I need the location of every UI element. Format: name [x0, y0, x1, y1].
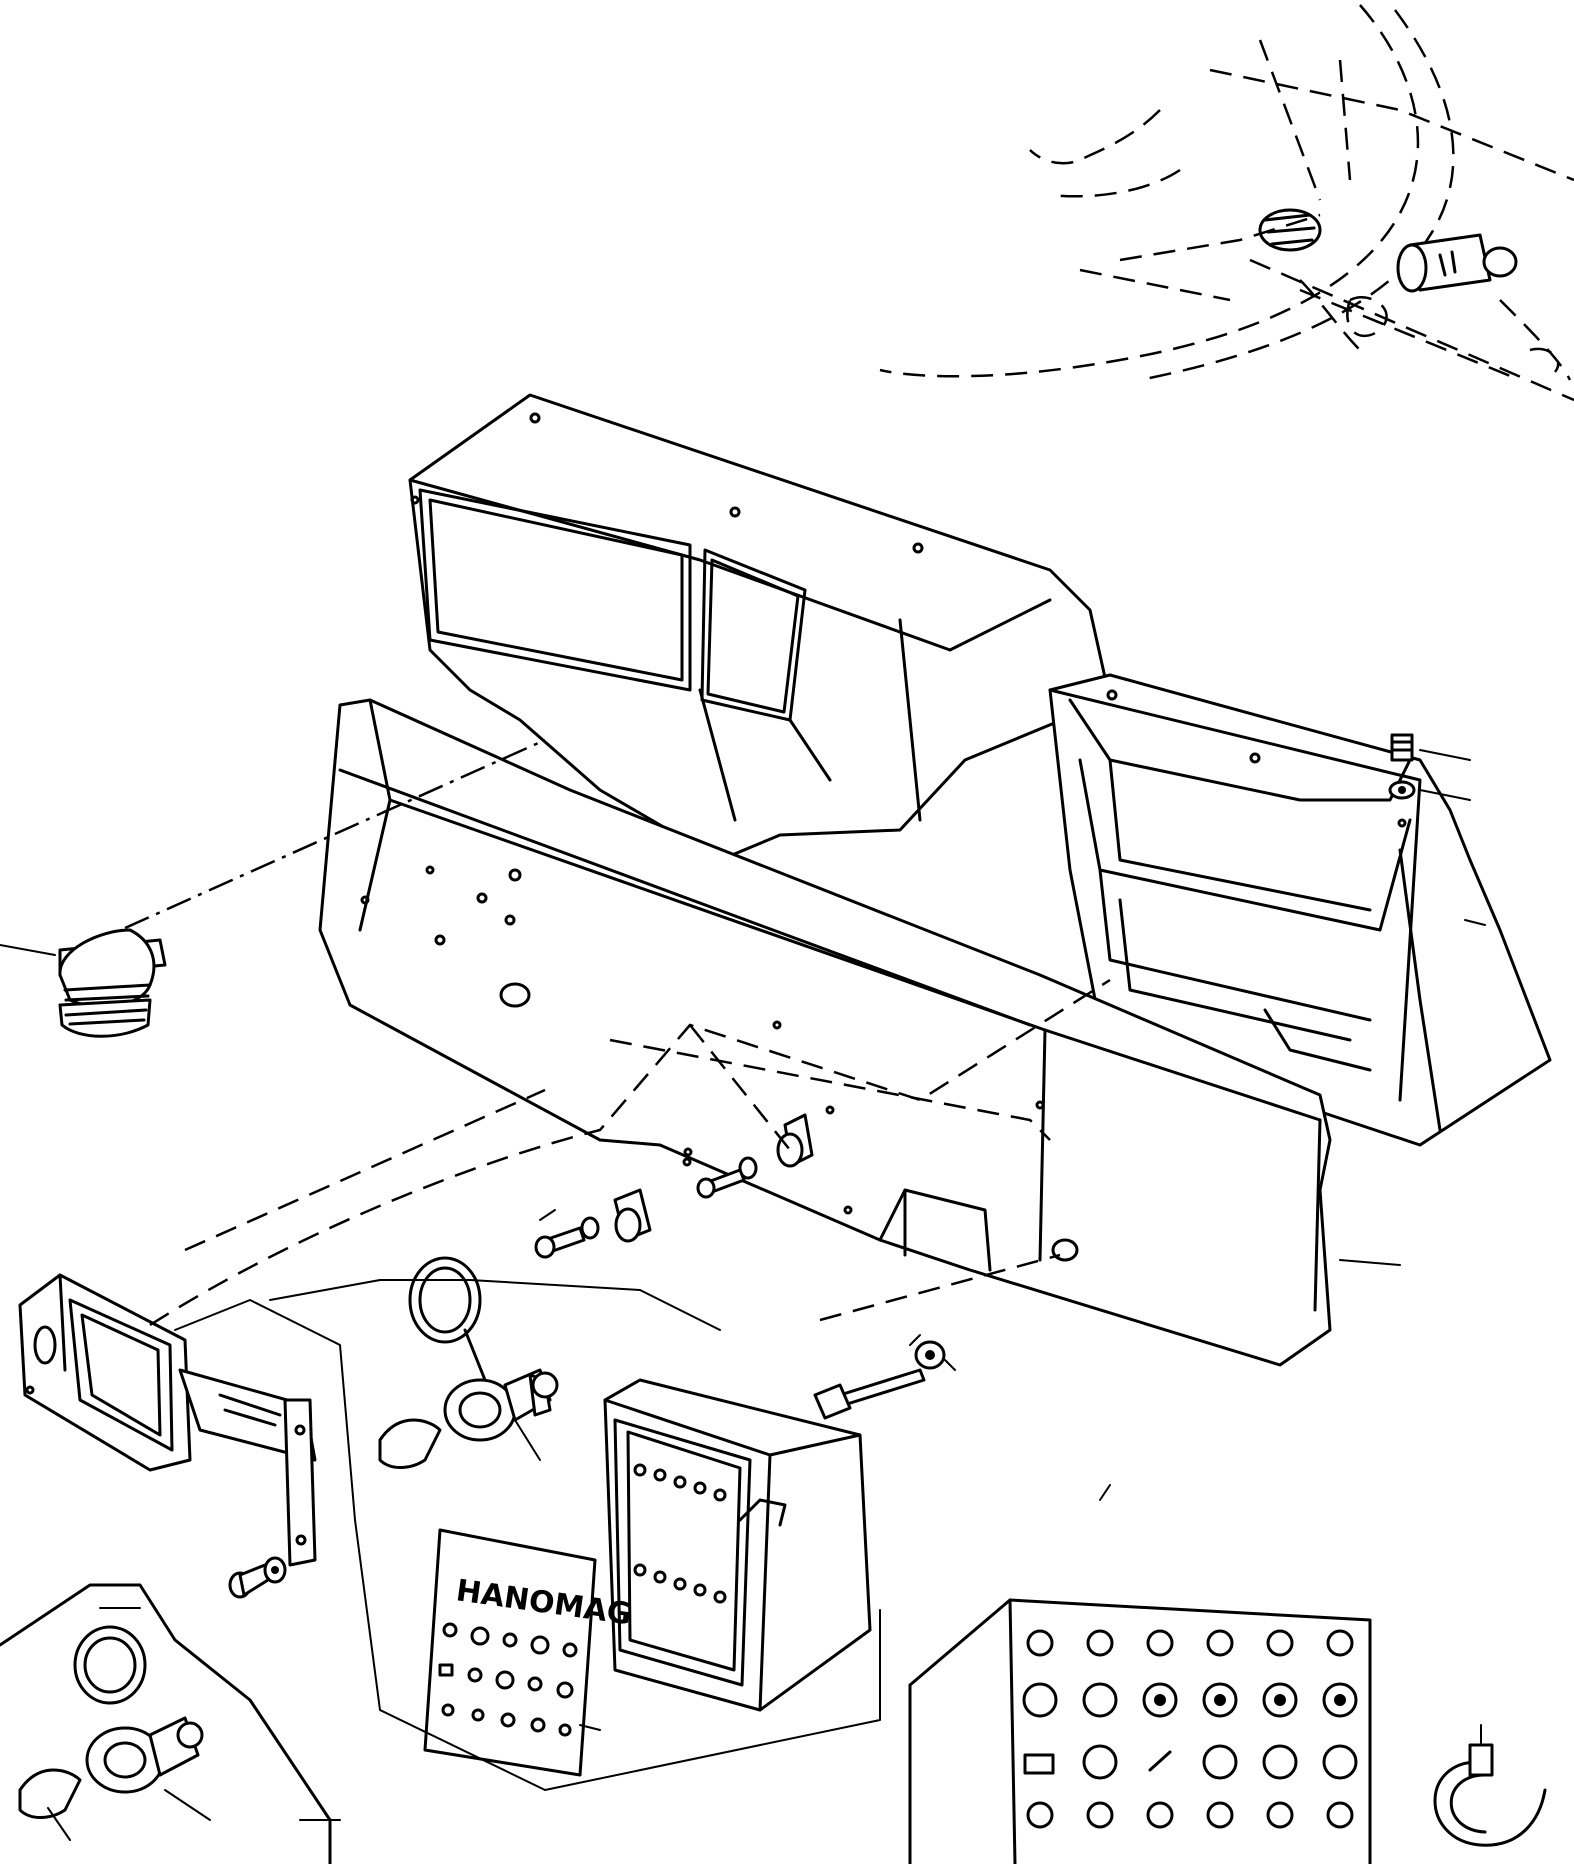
hose-clamp	[1433, 1724, 1547, 1847]
long-bolt	[813, 1334, 956, 1420]
upper-dash-housing	[408, 393, 1112, 862]
symbol-row-1	[1026, 1629, 1354, 1657]
symbol-row-2	[1022, 1682, 1358, 1718]
warning-light-housing	[603, 1378, 872, 1712]
key-switch-inset	[0, 1583, 341, 1864]
mounting-plate	[18, 1273, 317, 1567]
assembly-lines	[124, 738, 1401, 1791]
symbol-row-4	[1026, 1801, 1354, 1829]
inset-steering-column	[879, 4, 1574, 402]
small-bolt	[228, 1556, 287, 1599]
symbol-row-3	[1023, 1744, 1358, 1780]
warning-symbol-panel	[908, 1598, 1372, 1864]
key-switch	[378, 1256, 559, 1469]
indicator-lamp	[0, 928, 167, 1038]
main-dash-panel	[318, 698, 1332, 1367]
right-side-housing	[1048, 673, 1552, 1147]
brand-decal: HANOMAG	[423, 1528, 634, 1777]
mounting-brackets	[534, 1105, 835, 1259]
